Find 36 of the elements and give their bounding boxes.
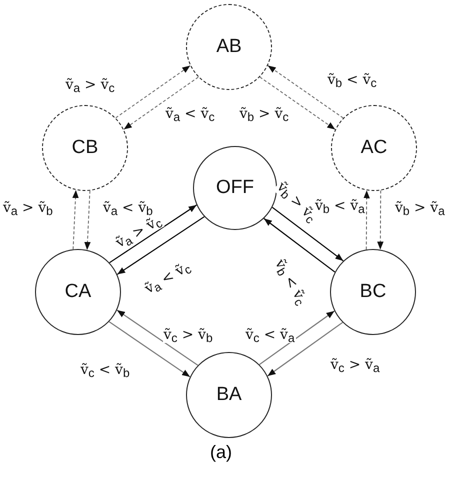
transition-arrow: [108, 321, 190, 378]
transition-arrow: [109, 204, 197, 264]
transition-arrow: [84, 190, 91, 250]
transition-arrow: [259, 76, 336, 130]
edge-label: ṽ$_{a}$ > ṽ$_{c}$: [64, 77, 116, 93]
transition-arrow: [363, 190, 370, 250]
edge-label: ṽ$_{b}$ < ṽ$_{c}$: [326, 72, 378, 88]
transition-arrow: [264, 218, 336, 273]
edge-label: ṽ$_{a}$ < ṽ$_{c}$: [164, 106, 216, 122]
transition-arrow: [123, 76, 199, 130]
transition-arrow: [259, 310, 335, 366]
state-label: AC: [360, 137, 388, 159]
state-label: BC: [360, 281, 386, 303]
edge-label: ṽ$_{b}$ < ṽ$_{a}$: [314, 198, 366, 214]
state-label: CA: [64, 281, 92, 303]
transition-arrow: [267, 322, 343, 376]
edge-label: ṽ$_{c}$ > ṽ$_{a}$: [330, 357, 381, 373]
state-label: BA: [216, 384, 242, 406]
edge-label: ṽ$_{c}$ > ṽ$_{b}$: [162, 327, 214, 343]
edge-label: ṽ$_{b}$ > ṽ$_{a}$: [394, 200, 446, 216]
edge-label: ṽ$_{c}$ < ṽ$_{a}$: [244, 327, 296, 343]
transition-arrow: [267, 65, 344, 118]
caption: (a): [210, 442, 232, 463]
edge-label: ṽ$_{b}$ > ṽ$_{c}$: [238, 106, 290, 122]
edge-label: ṽ$_{c}$ < ṽ$_{b}$: [80, 362, 131, 378]
transition-arrow: [72, 190, 79, 250]
state-label: CB: [72, 137, 98, 159]
edge-label: ṽ$_{a}$ < ṽ$_{b}$: [102, 200, 154, 216]
transition-arrow: [115, 65, 191, 118]
edge-label: ṽ$_{a}$ > ṽ$_{b}$: [2, 200, 54, 216]
state-label: OFF: [216, 177, 254, 199]
state-label: AB: [216, 36, 242, 58]
transition-arrow: [116, 310, 198, 366]
transition-arrow: [272, 206, 344, 262]
transition-arrow: [377, 190, 384, 250]
transition-arrow: [116, 216, 205, 275]
